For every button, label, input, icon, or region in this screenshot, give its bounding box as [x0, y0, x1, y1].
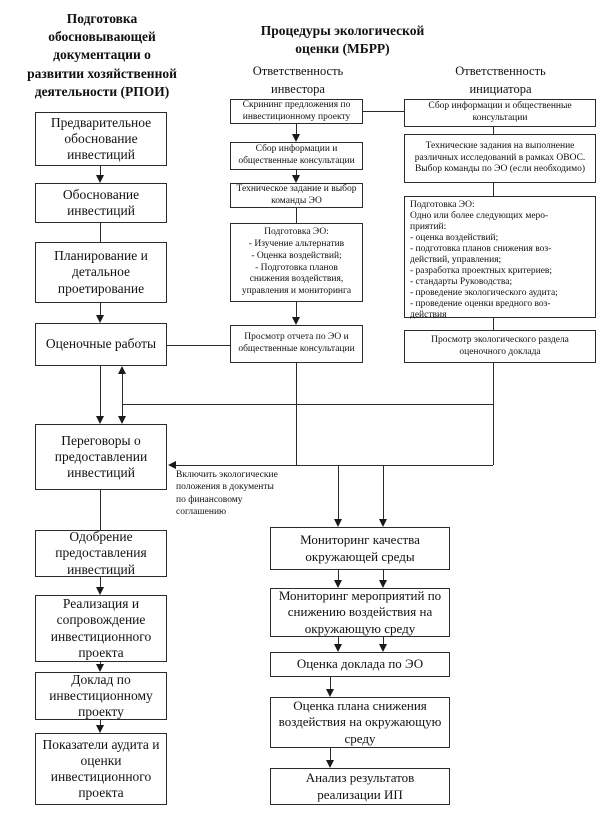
box-mitigation-measures-monitoring: Мониторинг мероприятий по снижению возде…: [270, 588, 450, 637]
connector-line: [383, 637, 385, 644]
arrowhead-down: [96, 725, 104, 733]
connector-line: [296, 170, 298, 175]
box-audit-evaluation-indicators: Показатели аудита и оценки инвестиционно…: [35, 733, 167, 805]
arrowhead-down: [334, 519, 342, 527]
connector-line: [493, 318, 495, 330]
connector-line: [338, 465, 340, 519]
arrowhead-down: [96, 175, 104, 183]
arrowhead-down: [96, 587, 104, 595]
connector-line: [100, 366, 102, 416]
connector-line: [383, 570, 385, 580]
connector-line: [176, 465, 493, 467]
connector-line: [100, 166, 102, 175]
connector-line: [330, 677, 332, 689]
feedback-connector-line: [122, 374, 124, 416]
box-ea-report-review-consultations: Просмотр отчета по ЭО и общественные кон…: [230, 325, 363, 363]
box-env-quality-monitoring: Мониторинг качества окружающей среды: [270, 527, 450, 570]
financial-agreement-note: Включить экологические положения в докум…: [176, 470, 278, 518]
arrowhead-down: [334, 644, 342, 652]
box-ip-results-analysis: Анализ результатов реализации ИП: [270, 768, 450, 805]
arrowhead-down: [292, 134, 300, 142]
box-investment-justification: Обоснование инвестиций: [35, 183, 167, 223]
connector-line: [100, 720, 102, 725]
box-preliminary-investment-justification: Предварительное обоснование инвестиций: [35, 112, 167, 166]
arrowhead-down: [326, 760, 334, 768]
feedback-connector-line: [122, 404, 493, 406]
connector-line: [100, 490, 102, 530]
box-planning-detailed-design: Планирование и детальное проетирование: [35, 242, 167, 303]
arrowhead-down: [118, 416, 126, 424]
box-investment-negotiations: Переговоры о предоставлении инвестиций: [35, 424, 167, 490]
arrowhead-down: [379, 519, 387, 527]
connector-line: [296, 124, 298, 134]
connector-line: [100, 662, 102, 664]
box-implementation-support: Реализация и сопровождение инвестиционно…: [35, 595, 167, 662]
arrowhead-down: [379, 580, 387, 588]
box-env-section-review: Просмотр экологического раздела оценочно…: [404, 330, 596, 363]
connector-line: [296, 302, 298, 317]
arrowhead-down: [96, 315, 104, 323]
left-column-title: Подготовка обосновывающей документации о…: [27, 11, 177, 99]
connector-line: [296, 363, 298, 465]
connector-line: [330, 748, 332, 760]
connector-line: [167, 345, 230, 347]
connector-line: [363, 111, 404, 113]
box-info-collection-initiator: Сбор информации и общественные консульта…: [404, 99, 596, 127]
connector-line: [100, 223, 102, 242]
initiator-responsibility-subtitle: Ответственность инициатора: [455, 64, 546, 96]
connector-line: [493, 363, 495, 465]
box-tor-ea-team-selection: Техническое задание и выбор команды ЭО: [230, 183, 363, 208]
arrowhead-down: [334, 580, 342, 588]
box-ea-preparation-investor: Подготовка ЭО: - Изучение альтернатив - …: [230, 223, 363, 302]
arrowhead-down: [96, 664, 104, 672]
box-ea-preparation-initiator: Подготовка ЭО: Одно или более следующих …: [404, 196, 596, 320]
investor-responsibility-subtitle: Ответственность инвестора: [252, 64, 344, 96]
box-investment-approval: Одобрение предоставления инвестиций: [35, 529, 167, 577]
arrowhead-down: [96, 416, 104, 424]
middle-column-title: Процедуры экологической оценки (МБРР): [260, 23, 425, 57]
connector-line: [100, 303, 102, 315]
box-tor-studies-ovos: Технические задания на выполнение различ…: [404, 134, 596, 183]
connector-line: [493, 183, 495, 196]
arrowhead-up: [118, 366, 126, 374]
box-ea-report-evaluation: Оценка доклада по ЭО: [270, 652, 450, 677]
box-info-collection-investor: Сбор информации и общественные консульта…: [230, 142, 363, 170]
connector-line: [383, 465, 385, 519]
box-screening-investment-proposal: Скрининг предложения по инвестиционному …: [230, 99, 363, 124]
connector-line: [338, 570, 340, 580]
connector-line: [338, 637, 340, 644]
box-mitigation-plan-evaluation: Оценка плана снижения воздействия на окр…: [270, 697, 450, 748]
box-investment-project-report: Доклад по инвестиционному проекту: [35, 672, 167, 720]
arrowhead-left: [168, 461, 176, 469]
arrowhead-down: [292, 175, 300, 183]
arrowhead-down: [326, 689, 334, 697]
connector-line: [100, 577, 102, 587]
arrowhead-down: [292, 317, 300, 325]
box-assessment-works: Оценочные работы: [35, 323, 167, 366]
connector-line: [296, 208, 298, 223]
connector-line: [493, 127, 495, 134]
arrowhead-down: [379, 644, 387, 652]
